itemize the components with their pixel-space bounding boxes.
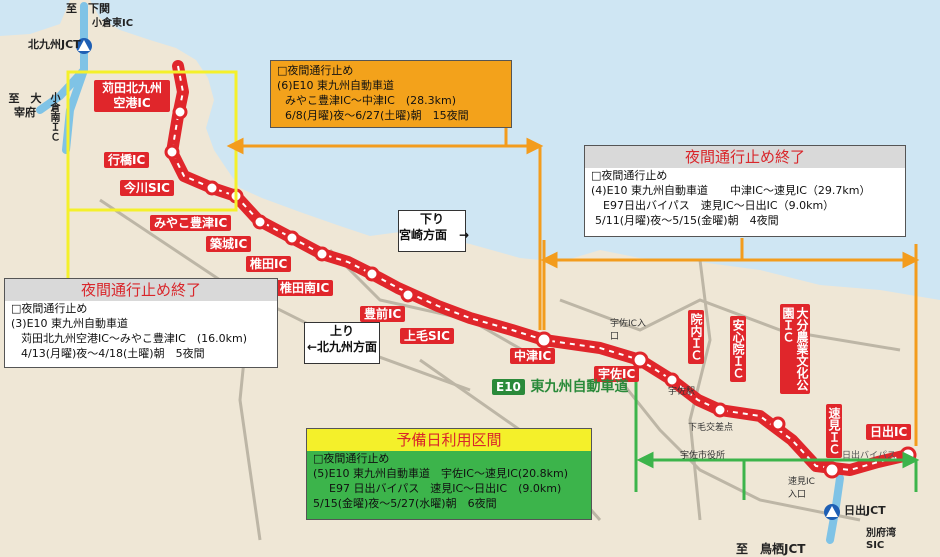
label-to-dazaifu: 至 大宰府 xyxy=(8,92,42,119)
section5-arrow xyxy=(634,370,920,500)
closure-box-section6-line1: □夜間通行止め xyxy=(277,64,354,77)
direction-up-box: 上り ←北九州方面 xyxy=(304,322,380,364)
label-shimogemuke: 下毛交差点 xyxy=(688,423,734,433)
ic-markers xyxy=(164,104,917,479)
ic-label-kanda-airport: 苅田北九州空港IC xyxy=(94,80,170,112)
route-name: 東九州自動車道 xyxy=(530,379,629,395)
sea-left xyxy=(0,0,70,36)
ic-label-kouge: 上毛SIC xyxy=(400,328,454,344)
closure-box-section6-line2: (6)E10 東九州自動車道 xyxy=(277,79,395,92)
direction-down-box: 下り 宮崎方面 → xyxy=(398,210,469,252)
ic-label-imagawa: 今川SIC xyxy=(120,180,174,196)
label-kitakyushu-jct: 北九州JCT xyxy=(28,38,81,51)
section4-arrow xyxy=(540,238,920,446)
ic-marker-usa xyxy=(631,351,649,369)
ic-label-buzen: 豊前IC xyxy=(360,306,406,322)
closure-box-section3: 夜間通行止め終了 □夜間通行止め (3)E10 東九州自動車道 苅田北九州空港I… xyxy=(4,278,278,368)
label-usa-entrance: 宇佐IC入口 xyxy=(610,319,646,342)
closure-box-section4-title: 夜間通行止め終了 xyxy=(585,146,905,168)
label-hiji-jct: 日出JCT xyxy=(844,504,886,517)
ic-marker-ajimu xyxy=(712,402,728,418)
label-to-tosu: 至 鳥栖JCT xyxy=(736,542,806,556)
ic-label-shiida-minami: 椎田南IC xyxy=(276,280,334,296)
closure-box-section4-line4: 5/11(月曜)夜～5/15(金曜)朝 4夜間 xyxy=(595,214,779,227)
ic-marker-nakatsu xyxy=(535,331,553,349)
label-usa-station: 宇佐駅 xyxy=(668,387,696,397)
closure-box-section6: □夜間通行止め (6)E10 東九州自動車道 みやこ豊津IC～中津IC (28.… xyxy=(270,60,512,128)
closure-box-section6-line4: 6/8(月曜)夜～6/27(土曜)朝 15夜間 xyxy=(285,109,469,122)
ic-label-miyako-toyotsu: みやこ豊津IC xyxy=(150,215,232,231)
ic-label-hiji: 日出IC xyxy=(866,424,912,440)
ic-label-chikujo: 築城IC xyxy=(206,236,252,252)
closure-box-section5-title: 予備日利用区間 xyxy=(307,429,591,451)
label-kokura-higashi-ic: 小倉東IC xyxy=(92,18,134,29)
ic-marker-innai xyxy=(664,372,680,388)
ic-marker-yukuhashi xyxy=(164,144,180,160)
closure-box-section3-line1: □夜間通行止め xyxy=(11,302,88,315)
closure-box-section4-line2: (4)E10 東九州自動車道 中津IC～速見IC（29.7km） xyxy=(591,184,871,197)
closure-box-section3-line4: 4/13(月曜)夜～4/18(土曜)朝 5夜間 xyxy=(21,347,205,360)
section3-indicator xyxy=(66,70,238,278)
ic-label-innai: 院内ＩＣ xyxy=(688,310,704,364)
ic-marker-hayami xyxy=(823,461,841,479)
label-to-shimonoseki: 至 下関 xyxy=(66,2,110,15)
ic-marker-buzen xyxy=(364,266,380,282)
ic-marker-nousou xyxy=(770,416,786,432)
closure-box-section3-line3: 苅田北九州空港IC～みやこ豊津IC (16.0km) xyxy=(21,332,248,345)
ic-label-shiida: 椎田IC xyxy=(246,256,292,272)
closure-box-section6-line3: みやこ豊津IC～中津IC (28.3km) xyxy=(285,94,457,107)
closure-box-section4: 夜間通行止め終了 □夜間通行止め (4)E10 東九州自動車道 中津IC～速見I… xyxy=(584,145,906,237)
closure-box-section5-line4: 5/15(金曜)夜～5/27(水曜)朝 6夜間 xyxy=(313,497,497,510)
closure-box-section5-line3: E97 日出バイパス 速見IC～日出IC (9.0km) xyxy=(329,482,562,495)
closure-box-section5-line1: □夜間通行止め xyxy=(313,452,390,465)
closure-box-section4-line3: E97日出バイパス 速見IC～日出IC（9.0km） xyxy=(603,199,835,212)
jct-markers xyxy=(76,38,840,520)
ic-label-hayami: 速見ＩＣ xyxy=(826,404,842,458)
closure-box-section3-title: 夜間通行止め終了 xyxy=(5,279,277,301)
section6-arrow xyxy=(226,118,544,330)
closure-box-section3-line2: (3)E10 東九州自動車道 xyxy=(11,317,129,330)
closure-box-section4-line1: □夜間通行止め xyxy=(591,169,668,182)
closure-box-section5: 予備日利用区間 □夜間通行止め (5)E10 東九州自動車道 宇佐IC～速見IC… xyxy=(306,428,592,520)
ic-marker-imagawa xyxy=(204,180,220,196)
ic-marker-shiida xyxy=(284,230,300,246)
label-hiji-bypass: 日出バイパス xyxy=(842,451,896,461)
ic-label-yukuhashi: 行橋IC xyxy=(104,152,150,168)
label-kokura-minami-ic: 小倉南ＩＣ xyxy=(48,92,59,142)
ic-label-nakatsu: 中津IC xyxy=(510,348,556,364)
ic-label-ajimu: 安心院ＩＣ xyxy=(730,316,746,382)
route-number-badge: E10 xyxy=(492,379,525,395)
ic-label-oita-nousou: 大分農業文化公園ＩＣ xyxy=(780,304,810,394)
label-hayami-entrance: 速見IC入口 xyxy=(788,477,815,500)
closure-box-section5-line2: (5)E10 東九州自動車道 宇佐IC～速見IC(20.8km) xyxy=(313,467,569,480)
ic-marker-kouge xyxy=(400,287,416,303)
ic-marker-chikujo xyxy=(252,214,268,230)
ic-label-usa: 宇佐IC xyxy=(594,366,640,382)
route-label: E10 東九州自動車道 xyxy=(492,376,628,396)
label-beppuwan-sic: 別府湾SIC xyxy=(866,528,896,551)
ic-marker-shiida-minami xyxy=(314,246,330,262)
ic-marker-kanda xyxy=(172,104,188,120)
label-usa-city-hall: 宇佐市役所 xyxy=(680,451,726,461)
